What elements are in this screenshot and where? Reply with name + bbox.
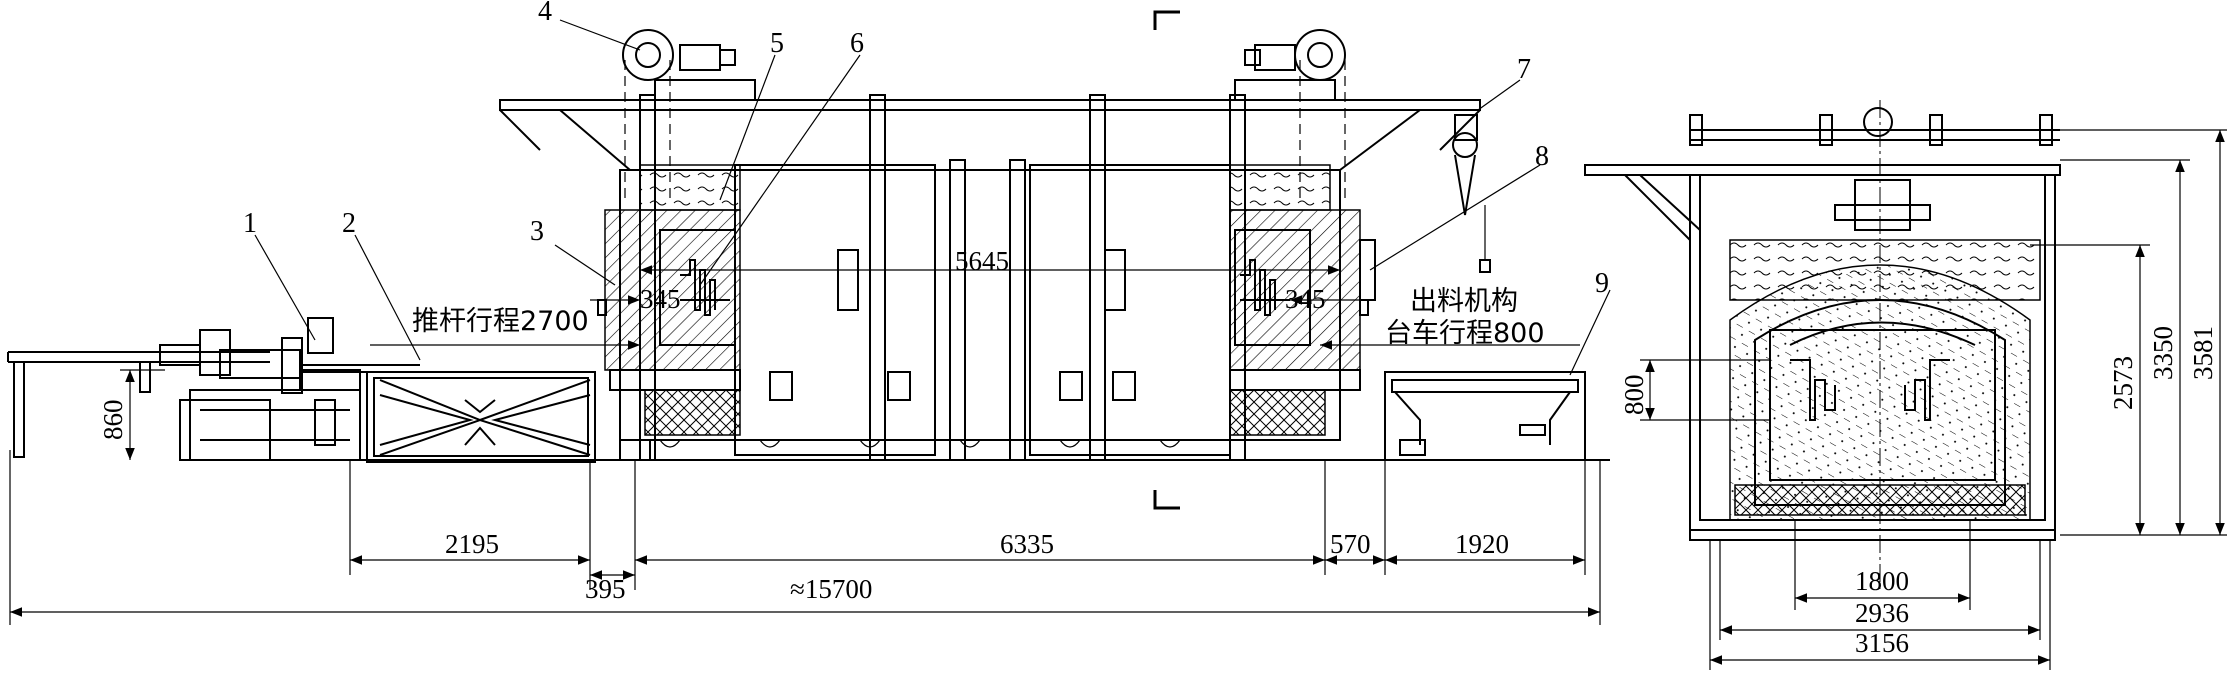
- pusher-machine: [7, 317, 420, 461]
- dimension-texts: 860 345 345 5645 2195 6335 570 1920 395 …: [98, 246, 2218, 658]
- dim-345-left: 345: [640, 284, 681, 314]
- callout-9: 9: [1595, 268, 1609, 299]
- section-view: [1584, 100, 2061, 590]
- right-furnace-end: [1229, 164, 1376, 436]
- dim-1920: 1920: [1455, 529, 1509, 559]
- discharge-table: [1384, 371, 1586, 461]
- dim-5645: 5645: [955, 246, 1009, 276]
- dim-800: 800: [1619, 375, 1649, 416]
- dim-3581: 3581: [2188, 326, 2218, 380]
- hoist-winch-left: [622, 29, 756, 200]
- dim-395: 395: [585, 574, 626, 604]
- callout-5: 5: [770, 28, 784, 59]
- dim-2573: 2573: [2108, 356, 2138, 410]
- leader-lines: [254, 19, 1611, 376]
- dim-3350: 3350: [2148, 326, 2178, 380]
- callout-1: 1: [243, 208, 257, 239]
- callout-6: 6: [850, 28, 864, 59]
- dim-345-right: 345: [1285, 284, 1326, 314]
- callout-3: 3: [530, 216, 544, 247]
- callout-numbers: 1 2 3 4 5 6 7 8 9: [243, 0, 1609, 299]
- dim-2195: 2195: [445, 529, 499, 559]
- dim-15700: ≈15700: [790, 574, 872, 604]
- dimension-lines: [9, 129, 2227, 670]
- callout-4: 4: [538, 0, 552, 27]
- pusher-stroke-label: 推杆行程2700: [412, 306, 589, 337]
- dim-1800: 1800: [1855, 566, 1909, 596]
- callout-8: 8: [1535, 141, 1549, 172]
- discharge-hook: [1452, 114, 1491, 273]
- car-stroke-label: 台车行程800: [1385, 318, 1545, 349]
- dim-570: 570: [1330, 529, 1371, 559]
- discharge-mechanism-label: 出料机构: [1410, 286, 1518, 317]
- labels: 推杆行程2700 出料机构 台车行程800: [412, 286, 1545, 349]
- dim-3156: 3156: [1855, 628, 1909, 658]
- callout-7: 7: [1517, 54, 1531, 85]
- dim-860: 860: [98, 400, 128, 441]
- dim-2936: 2936: [1855, 598, 1909, 628]
- left-furnace-end: [597, 164, 741, 460]
- dim-6335: 6335: [1000, 529, 1054, 559]
- callout-2: 2: [342, 208, 356, 239]
- pusher-table: [366, 371, 596, 463]
- hoist-winch-right: [1234, 29, 1346, 200]
